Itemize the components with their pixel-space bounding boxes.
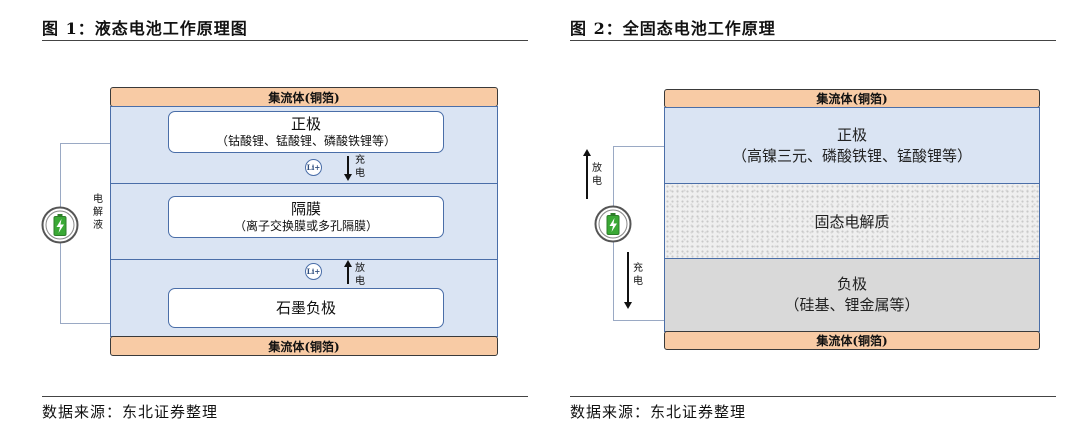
figure2-title: 图 2：全固态电池工作原理: [570, 19, 776, 38]
figure1-title: 图 1：液态电池工作原理图: [42, 19, 248, 38]
figure1-separator-detail: （离子交换膜或多孔隔膜）: [233, 219, 378, 233]
figure2-discharge-label: 放电: [592, 163, 602, 187]
figure1-discharge-arrow-line: [347, 266, 349, 284]
figure1-electrolyte-label: 电解液: [93, 194, 103, 231]
arrow-down-icon: [624, 302, 632, 309]
figure1-anode-card: 石墨负极: [168, 288, 444, 328]
figure2-anode-name: 负极: [836, 275, 867, 293]
figure1-cathode-detail: （钴酸锂、锰酸锂、磷酸铁锂等）: [215, 134, 396, 148]
figure2-source-rule: [570, 396, 1056, 397]
figure2-anode-detail: （硅基、锂金属等）: [784, 296, 920, 314]
figure2-discharge-arrow-line: [586, 155, 588, 199]
figure1-title-rule: [42, 40, 528, 41]
figure1-source-rule: [42, 396, 528, 397]
figure2-cathode-layer: 正极 （高镍三元、磷酸铁锂、锰酸锂等）: [664, 107, 1040, 184]
figure2-electrolyte-layer: 固态电解质: [664, 183, 1040, 259]
figure1-charge-arrow-line: [347, 156, 349, 176]
figure2-electrolyte-name: 固态电解质: [814, 212, 890, 231]
arrow-up-icon: [344, 260, 352, 267]
figure1-discharge-label: 放电: [355, 263, 365, 287]
figure1-charge-label: 充电: [355, 155, 365, 179]
figure2-anode-layer: 负极 （硅基、锂金属等）: [664, 258, 1040, 332]
figure2-collector-bottom: 集流体(铜箔): [664, 331, 1040, 350]
figure2-charge-arrow-line: [627, 252, 629, 304]
figure2-title-rule: [570, 40, 1056, 41]
figure2-cathode-detail: （高镍三元、磷酸铁锂、锰酸锂等）: [731, 146, 972, 165]
figure1-collector-top: 集流体(铜箔): [110, 87, 498, 107]
battery-icon: [41, 206, 79, 244]
figure1-separator-name: 隔膜: [290, 200, 321, 218]
arrow-down-icon: [344, 174, 352, 181]
figure2-source: 数据来源：东北证券整理: [570, 403, 747, 421]
figure1-source: 数据来源：东北证券整理: [42, 403, 219, 421]
arrow-up-icon: [583, 149, 591, 156]
li-ion-icon: Li+: [305, 263, 322, 280]
figure1-collector-bottom: 集流体(铜箔): [110, 336, 498, 356]
battery-icon: [594, 205, 632, 243]
li-ion-icon: Li+: [305, 159, 322, 176]
figure2-collector-top: 集流体(铜箔): [664, 89, 1040, 108]
figure1-cathode-name: 正极: [290, 115, 321, 133]
figure1-separator-card: 隔膜 （离子交换膜或多孔隔膜）: [168, 196, 444, 238]
figure2-charge-label: 充电: [633, 263, 643, 287]
figure2-cathode-name: 正极: [836, 125, 867, 144]
figure1-anode-name: 石墨负极: [275, 299, 336, 317]
figure1-cathode-card: 正极 （钴酸锂、锰酸锂、磷酸铁锂等）: [168, 111, 444, 153]
